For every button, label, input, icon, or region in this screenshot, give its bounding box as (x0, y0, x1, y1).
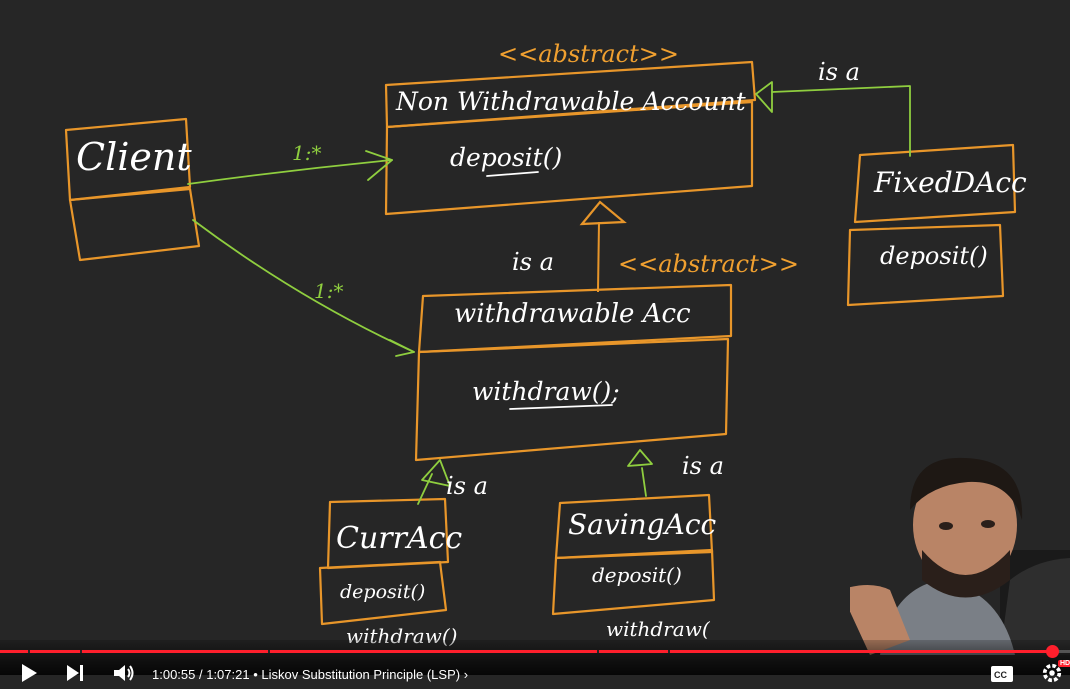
withdrawable-title: withdrawable Acc (454, 299, 691, 329)
volume-icon (114, 665, 134, 681)
progress-scrubber-handle[interactable] (1045, 645, 1059, 658)
saving-title: SavingAcc (568, 508, 717, 541)
inheritance-triangle (579, 200, 627, 226)
fixed-method: deposit() (880, 242, 988, 270)
captions-icon: CC (991, 666, 1013, 682)
withdrawable-stereotype: <<abstract>> (618, 250, 799, 278)
client-class: Client (64, 117, 201, 262)
association-arrowhead (365, 150, 393, 181)
association-line (192, 219, 415, 353)
is-a-label: is a (818, 58, 860, 86)
settings-icon (1042, 663, 1062, 683)
client-title-box (64, 117, 192, 202)
inheritance-triangle (421, 459, 451, 487)
non-withdrawable-title-box (384, 60, 757, 129)
chapter-marker (28, 650, 30, 653)
multiplicity-label: 1:* (292, 141, 321, 165)
presenter-video-overlay (850, 457, 1070, 655)
saving-account-class: SavingAcc deposit() withdraw( (551, 493, 717, 641)
progress-bar[interactable] (0, 645, 1070, 658)
settings-button[interactable] (1040, 662, 1064, 684)
next-icon (67, 665, 83, 681)
withdrawable-body-box (414, 337, 730, 462)
svg-text:CC: CC (994, 670, 1007, 680)
play-button[interactable] (18, 662, 40, 684)
withdrawable-inheritance-arrow: is a (512, 200, 627, 293)
withdraw-underline (509, 404, 613, 410)
inheritance-line (597, 221, 600, 293)
client-body-box (68, 187, 201, 262)
inheritance-triangle (627, 449, 653, 467)
withdrawable-title-box (417, 283, 733, 354)
whiteboard-canvas: <<abstract>> Non Withdrawable Account de… (64, 40, 1027, 648)
next-video-button[interactable] (64, 662, 86, 684)
inheritance-line (417, 473, 433, 505)
fixed-title-box (853, 143, 1017, 224)
curr-body-box (318, 560, 448, 626)
withdrawable-method: withdraw(); (472, 377, 620, 406)
saving-body-box (551, 548, 716, 616)
is-a-label: is a (682, 452, 724, 480)
client-title: Client (76, 135, 192, 179)
volume-button[interactable] (112, 662, 136, 684)
inheritance-line (641, 467, 647, 497)
inheritance-line (771, 85, 911, 157)
non-withdrawable-title: Non Withdrawable Account (395, 87, 747, 116)
multiplicity-label: 1:* (314, 279, 343, 303)
is-a-label: is a (512, 248, 554, 276)
fixed-deposit-account-class: FixedDAcc deposit() (846, 143, 1027, 307)
inheritance-triangle (755, 81, 773, 113)
non-withdrawable-body-box (384, 100, 754, 216)
non-withdrawable-account-class: <<abstract>> Non Withdrawable Account de… (384, 40, 757, 216)
play-icon (22, 664, 37, 682)
non-withdrawable-method: deposit() (450, 143, 562, 172)
curr-title-box (326, 497, 450, 570)
curr-inheritance-arrow: is a (417, 459, 488, 505)
chapter-marker (668, 650, 670, 653)
fixed-title: FixedDAcc (873, 166, 1027, 199)
client-to-withdrawable-association: 1:* (192, 219, 415, 357)
fixed-inheritance-arrow: is a (755, 58, 911, 157)
chapter-marker (268, 650, 270, 653)
withdrawable-account-class: <<abstract>> withdrawable Acc withdraw()… (414, 250, 799, 462)
fixed-body-box (846, 223, 1005, 307)
video-player-controls: 1:00:55 / 1:07:21 • Liskov Substitution … (0, 640, 1070, 683)
saving-method-2: withdraw( (606, 617, 711, 641)
captions-button[interactable]: CC (990, 665, 1014, 683)
saving-inheritance-arrow: is a (627, 449, 724, 497)
deposit-underline (486, 171, 539, 177)
curr-title: CurrAcc (336, 521, 462, 556)
client-to-nonwithdrawable-association: 1:* (187, 141, 393, 185)
current-account-class: CurrAcc deposit() withdraw() (318, 497, 462, 648)
association-line (187, 159, 393, 185)
hd-badge: HD (1058, 660, 1070, 667)
progress-fill (0, 650, 1052, 653)
is-a-label: is a (446, 472, 488, 500)
chapter-marker (597, 650, 599, 653)
chapter-marker (80, 650, 82, 653)
saving-method: deposit() (592, 563, 682, 587)
curr-method: deposit() (340, 581, 425, 603)
association-arrowhead (389, 339, 415, 357)
non-withdrawable-stereotype: <<abstract>> (498, 40, 679, 68)
